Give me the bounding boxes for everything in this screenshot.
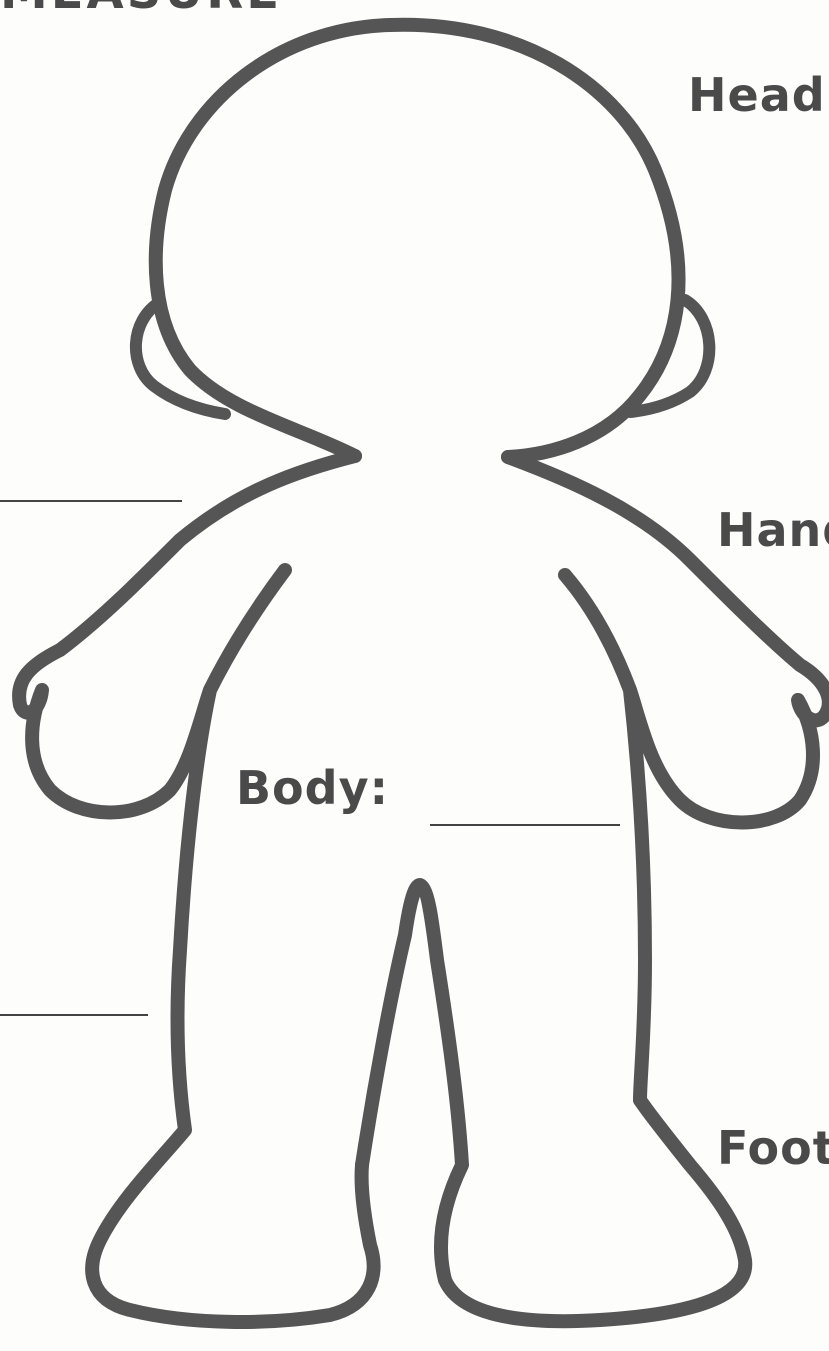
head-label: Head — [688, 72, 826, 118]
answer-line-upper-left[interactable] — [0, 500, 182, 502]
inner-legs-outline — [362, 885, 745, 1321]
head-outline — [156, 25, 679, 457]
left-body-outline — [19, 456, 374, 1322]
answer-line-lower-left[interactable] — [0, 1014, 148, 1016]
feet-label: Foot — [717, 1125, 829, 1171]
body-label: Body: — [236, 765, 389, 811]
answer-line-body[interactable] — [430, 824, 620, 826]
hands-label: Hand — [717, 507, 829, 553]
